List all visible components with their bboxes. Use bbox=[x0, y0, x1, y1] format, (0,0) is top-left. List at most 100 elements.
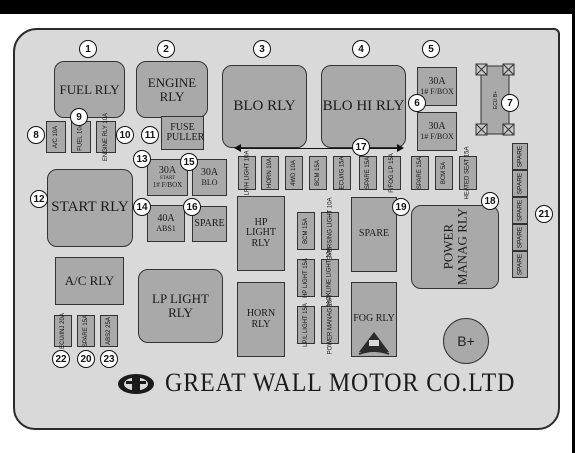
start-relay: START RLY bbox=[47, 169, 133, 247]
fuse-col-left-2: HP LIGHT 15A bbox=[297, 258, 315, 298]
lp-light-relay-label: LP LIGHT RLY bbox=[152, 291, 209, 320]
callout-18: 18 bbox=[481, 192, 499, 210]
engine-relay: ENGINE RLY bbox=[136, 61, 208, 118]
ecu-bplus-connector: ECU B+ bbox=[475, 63, 515, 136]
spare-relay-center-label: SPARE bbox=[358, 228, 390, 240]
fog-relay-label: FOG RLY bbox=[353, 313, 395, 325]
fuse-row17-9-label: BCM 5A bbox=[441, 161, 447, 185]
fuse-bottom-20: SPARE 15A bbox=[77, 315, 95, 347]
fuse-row17-7-label: F/FOG LP 15A bbox=[389, 153, 396, 193]
fuse-engine-rly-10a-label: ENGINE RLY 10A bbox=[103, 112, 110, 162]
brand-name: GREAT WALL MOTOR CO.LTD bbox=[165, 368, 516, 397]
callout-6: 6 bbox=[408, 94, 426, 112]
fuse-engine-rly-10a: ENGINE RLY 10A bbox=[96, 113, 116, 161]
fuse-row17-1-label: LP/H LIGHT 10A bbox=[244, 150, 251, 196]
fuel-relay: FUEL RLY bbox=[54, 61, 125, 118]
spare-fuse-4: SPARE bbox=[512, 224, 528, 251]
maxi-fuse-6-amp: 30A bbox=[428, 121, 446, 133]
spare-relay-center: SPARE bbox=[351, 197, 397, 272]
maxi-fuse-5-amp: 30A bbox=[428, 76, 446, 88]
maxi-fuse-6-label: 1# F/BOX bbox=[420, 131, 454, 141]
hp-light-relay-label: HP LIGHT RLY bbox=[246, 216, 276, 249]
fuse-row17-6: SPARE 15A bbox=[359, 156, 377, 190]
battery-positive-label: B+ bbox=[457, 333, 475, 349]
callout-13: 13 bbox=[133, 150, 151, 168]
fuse-row17-3-label: 4WD 10A bbox=[291, 160, 297, 186]
fuse-puller-label: FUSE PULLER bbox=[166, 121, 205, 143]
fuse-bottom-22-label: ECU/INJ 20A bbox=[60, 313, 66, 349]
maxi-fuse-13-label: 1# F/BOX bbox=[152, 180, 183, 189]
power-manag-relay: POWER MANAG RLY bbox=[411, 205, 499, 289]
fuse-col-right-3-label: POWER MANAG 10A bbox=[327, 295, 333, 355]
blo-relay-label: BLO RLY bbox=[233, 97, 296, 114]
fuse-col-left-1: BCM 15A bbox=[297, 212, 315, 250]
callout-21: 21 bbox=[535, 205, 553, 223]
fuse-col-left-2-label: HP LIGHT 15A bbox=[303, 258, 310, 298]
spare-fuse-1-label: SPARE bbox=[516, 145, 524, 168]
fuse-col-right-2: BACKLINE LIGHT 10A bbox=[321, 247, 339, 309]
maxi-fuse-5-label: 1# F/BOX bbox=[420, 86, 454, 96]
callout-3: 3 bbox=[253, 40, 271, 58]
maxi-fuse-15: 30A BLO bbox=[192, 159, 227, 196]
engine-relay-label: ENGINE RLY bbox=[147, 74, 197, 104]
fuse-bottom-20-label: SPARE 15A bbox=[83, 314, 89, 348]
callout-1: 1 bbox=[79, 40, 97, 58]
callout-5: 5 bbox=[422, 40, 440, 58]
fuse-row-17-indicator bbox=[234, 144, 404, 152]
fuse-row17-6-label: SPARE 15A bbox=[365, 156, 371, 190]
fuse-row17-5-label: ECU/IG 15A bbox=[339, 156, 346, 190]
callout-20: 20 bbox=[77, 350, 95, 368]
maxi-fuse-14: 40A ABS1 bbox=[147, 205, 185, 242]
fuse-col-right-3: POWER MANAG 10A bbox=[321, 296, 339, 354]
fuse-row17-3: 4WD 10A bbox=[285, 156, 303, 190]
maxi-fuse-14-amp: 40A bbox=[157, 213, 175, 225]
spare-fuse-5: SPARE bbox=[512, 251, 528, 278]
callout-22: 22 bbox=[52, 350, 70, 368]
callout-19: 19 bbox=[392, 198, 410, 216]
power-manag-relay-label: POWER MANAG RLY bbox=[440, 208, 469, 286]
fuse-row17-10-label: HEATED SEAT 15A bbox=[465, 146, 471, 200]
blo-hi-relay-label: BLO HI RLY bbox=[322, 97, 405, 114]
top-black-bar bbox=[0, 0, 575, 14]
callout-12: 12 bbox=[30, 190, 48, 208]
fuse-col-left-1-label: BCM 15A bbox=[303, 218, 309, 244]
fuse-row17-1: LP/H LIGHT 10A bbox=[238, 151, 256, 195]
spare-fuse-1: SPARE bbox=[512, 143, 528, 170]
fuse-row17-8: SPARE 15A bbox=[411, 156, 429, 190]
great-wall-logo-icon bbox=[118, 374, 154, 394]
maxi-fuse-6: 30A 1# F/BOX bbox=[417, 112, 457, 151]
fuse-col-right-1: REVERSING LIGHT 10A bbox=[321, 198, 339, 264]
fuse-row17-7: F/FOG LP 15A bbox=[383, 153, 401, 193]
maxi-fuse-15-amp: 30A bbox=[200, 167, 219, 179]
fuse-ac-10a-label: A/C 10A bbox=[53, 125, 60, 149]
callout-14: 14 bbox=[133, 198, 151, 216]
fuse-fuel-10a: FUEL 10A bbox=[71, 121, 91, 153]
callout-11: 11 bbox=[141, 126, 159, 144]
ground-symbol-icon bbox=[358, 332, 390, 355]
maxi-fuse-14-label: ABS1 bbox=[156, 223, 176, 233]
fuse-bottom-23-label: ABS2 25A bbox=[106, 317, 112, 345]
callout-10: 10 bbox=[116, 126, 134, 144]
hp-light-relay: HP LIGHT RLY bbox=[237, 196, 285, 271]
spare-fuse-5-label: SPARE bbox=[516, 253, 524, 276]
callout-16: 16 bbox=[183, 198, 201, 216]
maxi-fuse-16-label: SPARE bbox=[194, 217, 225, 229]
fuse-row17-5: ECU/IG 15A bbox=[333, 156, 351, 190]
spare-fuse-3-label: SPARE bbox=[516, 199, 524, 222]
connector-label: ECU B+ bbox=[493, 91, 499, 109]
callout-7: 7 bbox=[501, 94, 519, 112]
fuse-row17-8-label: SPARE 15A bbox=[417, 156, 423, 190]
callout-9: 9 bbox=[70, 108, 88, 126]
fuse-fuel-10a-label: FUEL 10A bbox=[78, 123, 84, 151]
fuse-bottom-22: ECU/INJ 20A bbox=[54, 313, 72, 349]
start-relay-label: START RLY bbox=[51, 199, 129, 216]
spare-fuse-2: SPARE bbox=[512, 170, 528, 197]
horn-relay-label: HORN RLY bbox=[246, 308, 276, 330]
lp-light-relay: LP LIGHT RLY bbox=[138, 269, 223, 343]
callout-8: 8 bbox=[27, 126, 45, 144]
callout-15: 15 bbox=[180, 153, 198, 171]
spare-fuse-4-label: SPARE bbox=[516, 226, 524, 249]
fuse-row17-4-label: BCM 15A bbox=[315, 160, 321, 186]
maxi-fuse-13-sub: START bbox=[159, 176, 176, 182]
right-black-edge bbox=[572, 0, 575, 453]
